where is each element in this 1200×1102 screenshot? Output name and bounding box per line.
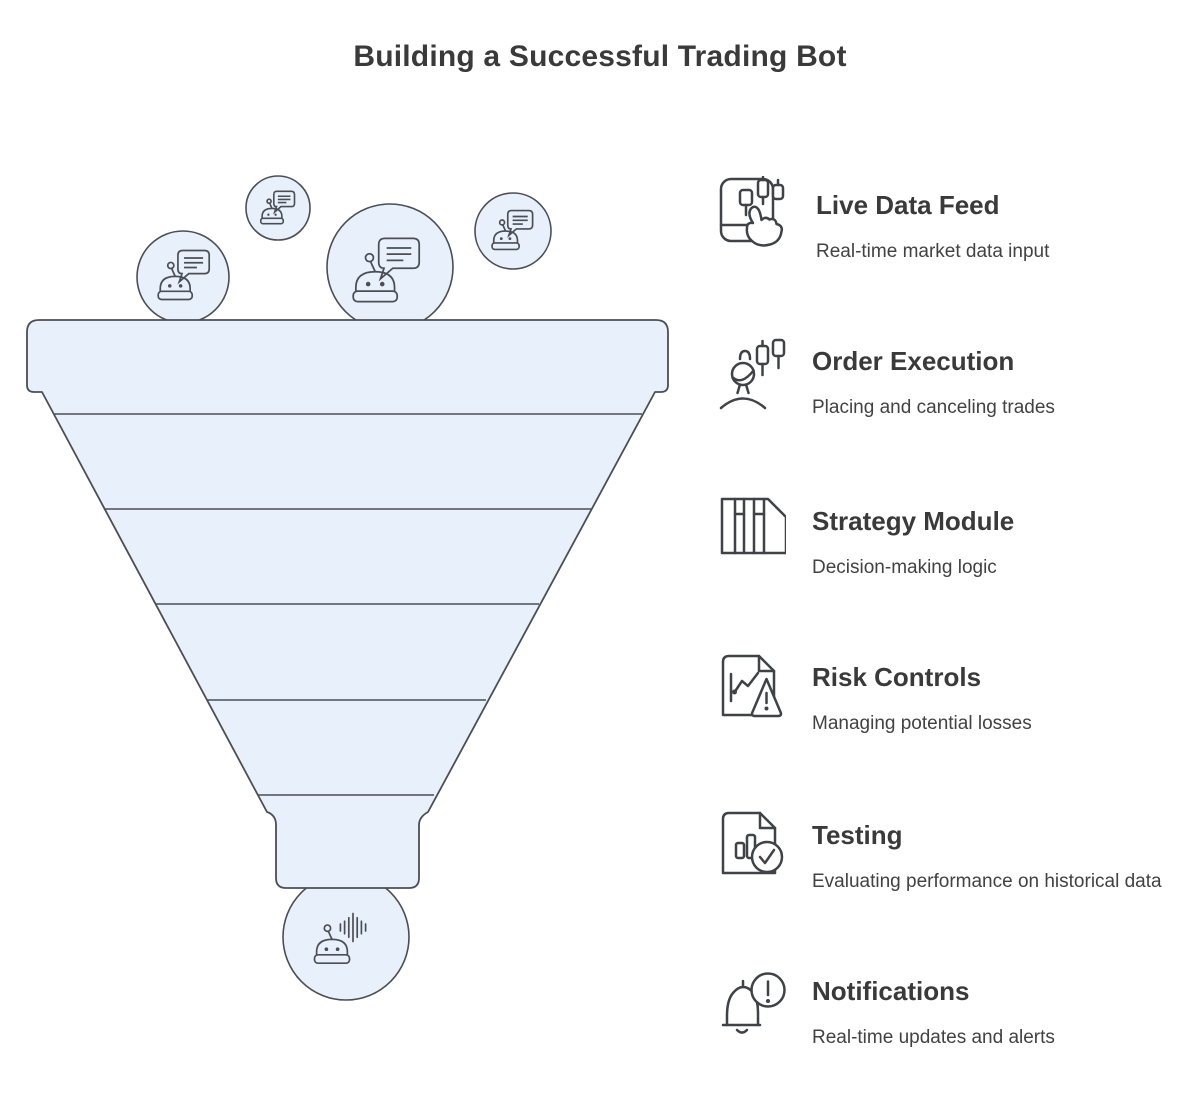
funnel-band-dividers — [54, 413, 642, 796]
report-check-document-icon — [721, 811, 784, 875]
trader-person-candles-icon — [719, 338, 786, 410]
list-item-testing: Testing Evaluating performance on histor… — [714, 806, 1162, 894]
trading-bot-funnel-diagram — [26, 175, 669, 1001]
list-item-risk-controls: Risk Controls Managing potential losses — [714, 648, 1032, 736]
item-subtitle: Evaluating performance on historical dat… — [812, 871, 1162, 892]
item-subtitle: Managing potential losses — [812, 713, 1032, 734]
chat-bot-bubble-3 — [326, 203, 454, 331]
item-title: Strategy Module — [812, 506, 1015, 536]
strategy-columns-document-icon — [720, 497, 786, 555]
item-subtitle: Real-time market data input — [816, 241, 1050, 262]
chat-bot-bubble-2 — [245, 175, 311, 241]
market-data-device-icon — [719, 176, 785, 247]
notification-bell-icon — [721, 972, 786, 1034]
chart-warning-document-icon — [721, 654, 783, 718]
list-item-strategy-module: Strategy Module Decision-making logic — [714, 492, 1014, 580]
voice-bot-bubble — [282, 873, 410, 1001]
list-item-notifications: Notifications Real-time updates and aler… — [714, 962, 1055, 1050]
item-title: Risk Controls — [812, 662, 982, 692]
item-subtitle: Real-time updates and alerts — [812, 1027, 1055, 1048]
list-item-order-execution: Order Execution Placing and canceling tr… — [714, 332, 1055, 420]
item-subtitle: Decision-making logic — [812, 557, 997, 578]
item-title: Notifications — [812, 976, 970, 1006]
item-title: Testing — [812, 820, 903, 850]
list-item-live-data-feed: Live Data Feed Real-time market data inp… — [714, 176, 1049, 264]
item-title: Order Execution — [812, 346, 1015, 376]
item-title: Live Data Feed — [816, 190, 1000, 220]
page-title: Building a Successful Trading Bot — [353, 40, 847, 73]
item-subtitle: Placing and canceling trades — [812, 397, 1055, 418]
